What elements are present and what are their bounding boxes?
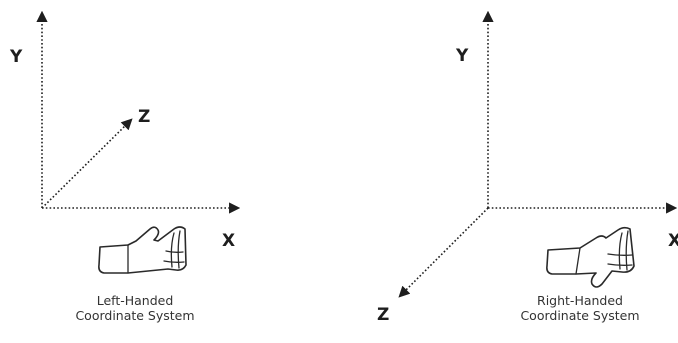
right-z-label: Z [377,305,389,325]
left-handed-diagram: Y X Z Left-Handed Coordinate System [9,10,241,323]
right-caption-line1: Right-Handed [537,293,623,308]
right-caption-line2: Coordinate System [520,308,639,323]
left-caption-line2: Coordinate System [75,308,194,323]
right-hand-icon [546,226,635,288]
left-z-label: Z [138,107,150,127]
left-hand-icon [98,226,187,274]
right-x-label: X [668,231,678,251]
right-y-label: Y [455,46,469,66]
left-caption-line1: Left-Handed [97,293,174,308]
left-x-label: X [222,231,235,251]
right-handed-diagram: Y X Z Right-Handed Coordinate System [377,10,678,325]
right-z-axis [398,207,489,298]
left-y-label: Y [9,47,23,67]
left-z-axis [41,118,133,209]
